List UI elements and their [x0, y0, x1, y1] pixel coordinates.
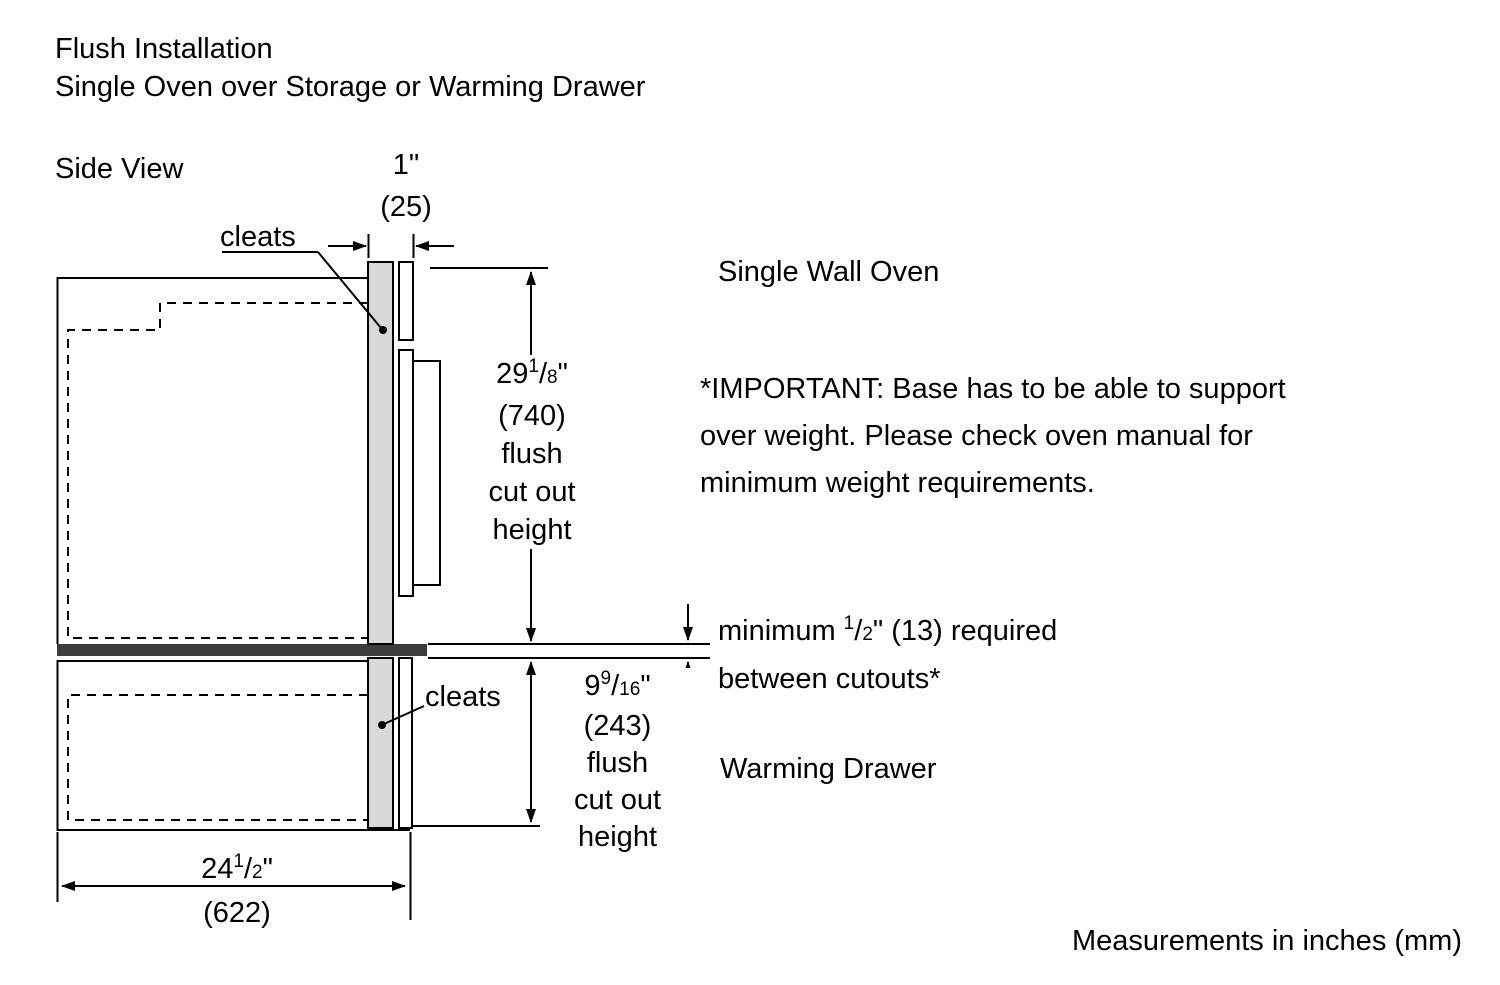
page-title-line2: Single Oven over Storage or Warming Draw…	[55, 71, 646, 103]
lower-cleat	[367, 657, 394, 829]
view-label: Side View	[55, 153, 184, 185]
cleat-width-mm: (25)	[380, 191, 432, 223]
dimension-lines	[56, 234, 710, 920]
min-gap-note-line1: minimum 1/2" (13) required	[718, 613, 1058, 647]
oven-door-body	[412, 360, 441, 586]
upper-cabinet-dashed-cavity	[67, 302, 368, 639]
drawer-cutout-dimension: 99/16" (243) flush cut out height	[540, 668, 695, 856]
drawer-cutout-inches: 99/16"	[584, 668, 651, 702]
oven-cutout-mm: (740)	[498, 400, 566, 432]
important-note-line2: over weight. Please check oven manual fo…	[700, 420, 1253, 452]
drawer-cutout-desc1: flush	[586, 747, 649, 779]
drawer-cutout-desc2: cut out	[573, 784, 662, 816]
divider-base-bar	[57, 644, 427, 656]
oven-door-front	[398, 349, 414, 597]
cleats-bottom-leader	[383, 705, 425, 725]
drawer-cutout-mm: (243)	[583, 710, 652, 742]
cleats-label-top: cleats	[220, 221, 296, 253]
important-note-line1: *IMPORTANT: Base has to be able to suppo…	[700, 373, 1286, 405]
oven-cutout-dimension: 291/8" (740) flush cut out height	[451, 355, 613, 549]
lower-cabinet-dashed-cavity	[67, 694, 368, 821]
cleat-width-inches: 1"	[392, 149, 420, 181]
cleats-top-leader	[317, 251, 382, 329]
oven-top-trim	[398, 261, 414, 341]
page-title-line1: Flush Installation	[55, 33, 273, 65]
drawer-cutout-desc3: height	[577, 821, 657, 853]
upper-cleat	[367, 261, 394, 645]
warming-drawer-label: Warming Drawer	[720, 753, 937, 785]
oven-cutout-inches: 291/8"	[496, 356, 568, 390]
depth-inches: 241/2"	[201, 851, 273, 885]
depth-mm: (622)	[203, 897, 271, 929]
important-note: *IMPORTANT: Base has to be able to suppo…	[700, 366, 1286, 507]
units-note: Measurements in inches (mm)	[1072, 925, 1462, 957]
cleats-bottom-leader-dot	[378, 721, 386, 729]
drawer-front-panel	[398, 657, 413, 829]
single-wall-oven-label: Single Wall Oven	[718, 256, 940, 288]
upper-cabinet-outline	[56, 277, 368, 644]
oven-cutout-desc1: flush	[501, 438, 563, 470]
lower-cabinet-outline	[56, 660, 410, 831]
cleats-top-leader-dot	[379, 326, 387, 334]
important-note-line3: minimum weight requirements.	[700, 467, 1095, 499]
cleats-label-bottom: cleats	[425, 681, 501, 713]
oven-cutout-desc2: cut out	[488, 476, 576, 508]
min-gap-note-line2: between cutouts*	[718, 663, 941, 695]
oven-cutout-desc3: height	[492, 514, 572, 546]
